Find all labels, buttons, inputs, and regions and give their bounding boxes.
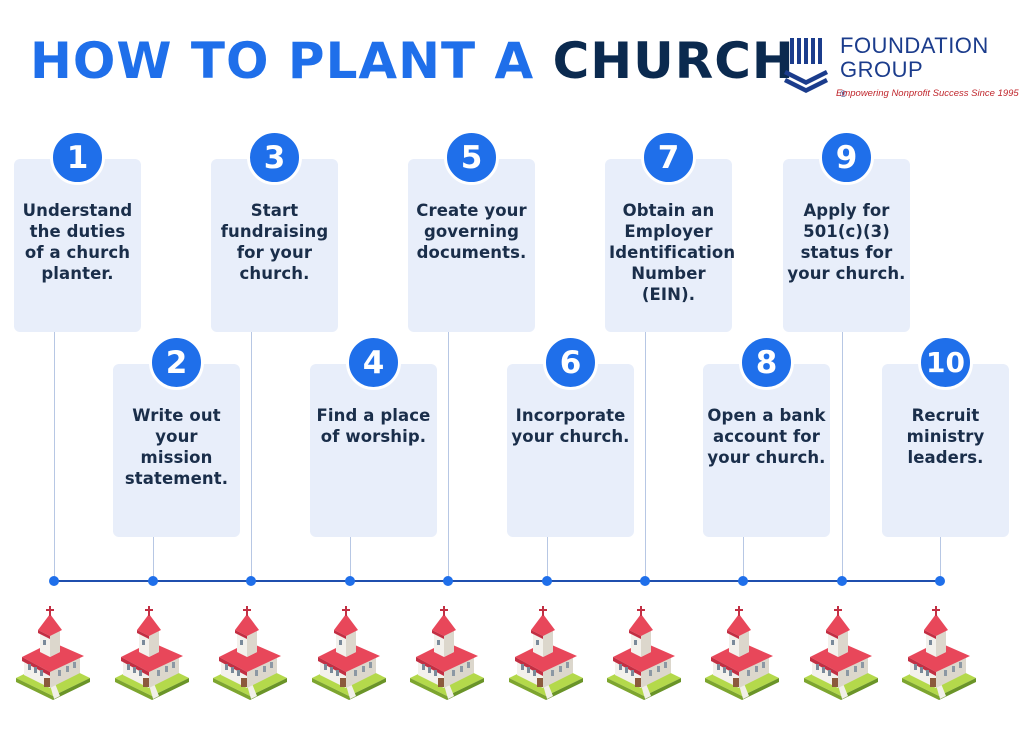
step-connector-line (54, 332, 55, 580)
timeline-dot (640, 576, 650, 586)
church-icon (705, 606, 779, 700)
step-text: Create your governing documents. (416, 201, 527, 262)
church-icon (804, 606, 878, 700)
step-connector-line (842, 332, 843, 580)
step-connector-line (743, 537, 744, 580)
timeline-dot (837, 576, 847, 586)
step-text: Obtain an Employer Identification Number… (609, 201, 736, 304)
timeline-dot (49, 576, 59, 586)
foundation-group-logo-icon (784, 38, 828, 93)
timeline-dot (148, 576, 158, 586)
step-text: Write out your mission statement. (124, 406, 229, 488)
church-icon (607, 606, 681, 700)
step-number-badge: 7 (641, 130, 696, 185)
step-number-badge: 8 (739, 335, 794, 390)
timeline-line (54, 580, 940, 582)
logo-name: FOUNDATION GROUP ® (840, 34, 989, 106)
church-icon (902, 606, 976, 700)
church-icon (115, 606, 189, 700)
step-number-badge: 4 (346, 335, 401, 390)
title-part-2: CHURCH (552, 32, 795, 90)
timeline-dot (246, 576, 256, 586)
church-icon (509, 606, 583, 700)
step-connector-line (645, 332, 646, 580)
timeline-dot (738, 576, 748, 586)
timeline-dot (443, 576, 453, 586)
step-text: Recruit ministry leaders. (906, 406, 985, 467)
step-number-badge: 5 (444, 130, 499, 185)
step-connector-line (251, 332, 252, 580)
step-text: Start fundraising for your church. (220, 201, 329, 283)
step-number-badge: 2 (149, 335, 204, 390)
timeline-dot (542, 576, 552, 586)
step-connector-line (448, 332, 449, 580)
title-part-1: HOW TO PLANT A (30, 32, 553, 90)
logo-line-1: FOUNDATION (840, 33, 989, 58)
step-number-badge: 10 (918, 335, 973, 390)
page-title: HOW TO PLANT A CHURCH (30, 36, 795, 86)
step-number-badge: 1 (50, 130, 105, 185)
foundation-group-logo: FOUNDATION GROUP ® Empowering Nonprofit S… (784, 34, 1019, 106)
timeline-dot (935, 576, 945, 586)
step-text: Open a bank account for your church. (707, 406, 826, 467)
step-text: Find a place of worship. (316, 406, 431, 446)
church-icon (312, 606, 386, 700)
logo-tagline: Empowering Nonprofit Success Since 1995 (836, 88, 1019, 99)
timeline-dot (345, 576, 355, 586)
step-text: Incorporate your church. (511, 406, 630, 446)
church-icon (213, 606, 287, 700)
step-connector-line (940, 537, 941, 580)
logo-line-2: GROUP (840, 57, 924, 82)
step-connector-line (547, 537, 548, 580)
step-number-badge: 3 (247, 130, 302, 185)
church-icon (410, 606, 484, 700)
step-number-badge: 9 (819, 130, 874, 185)
step-connector-line (153, 537, 154, 580)
logo-registered: ® (840, 89, 848, 99)
step-connector-line (350, 537, 351, 580)
step-text: Understand the duties of a church plante… (22, 201, 133, 283)
step-number-badge: 6 (543, 335, 598, 390)
step-text: Apply for 501(c)(3) status for your chur… (787, 201, 906, 283)
church-icon (16, 606, 90, 700)
